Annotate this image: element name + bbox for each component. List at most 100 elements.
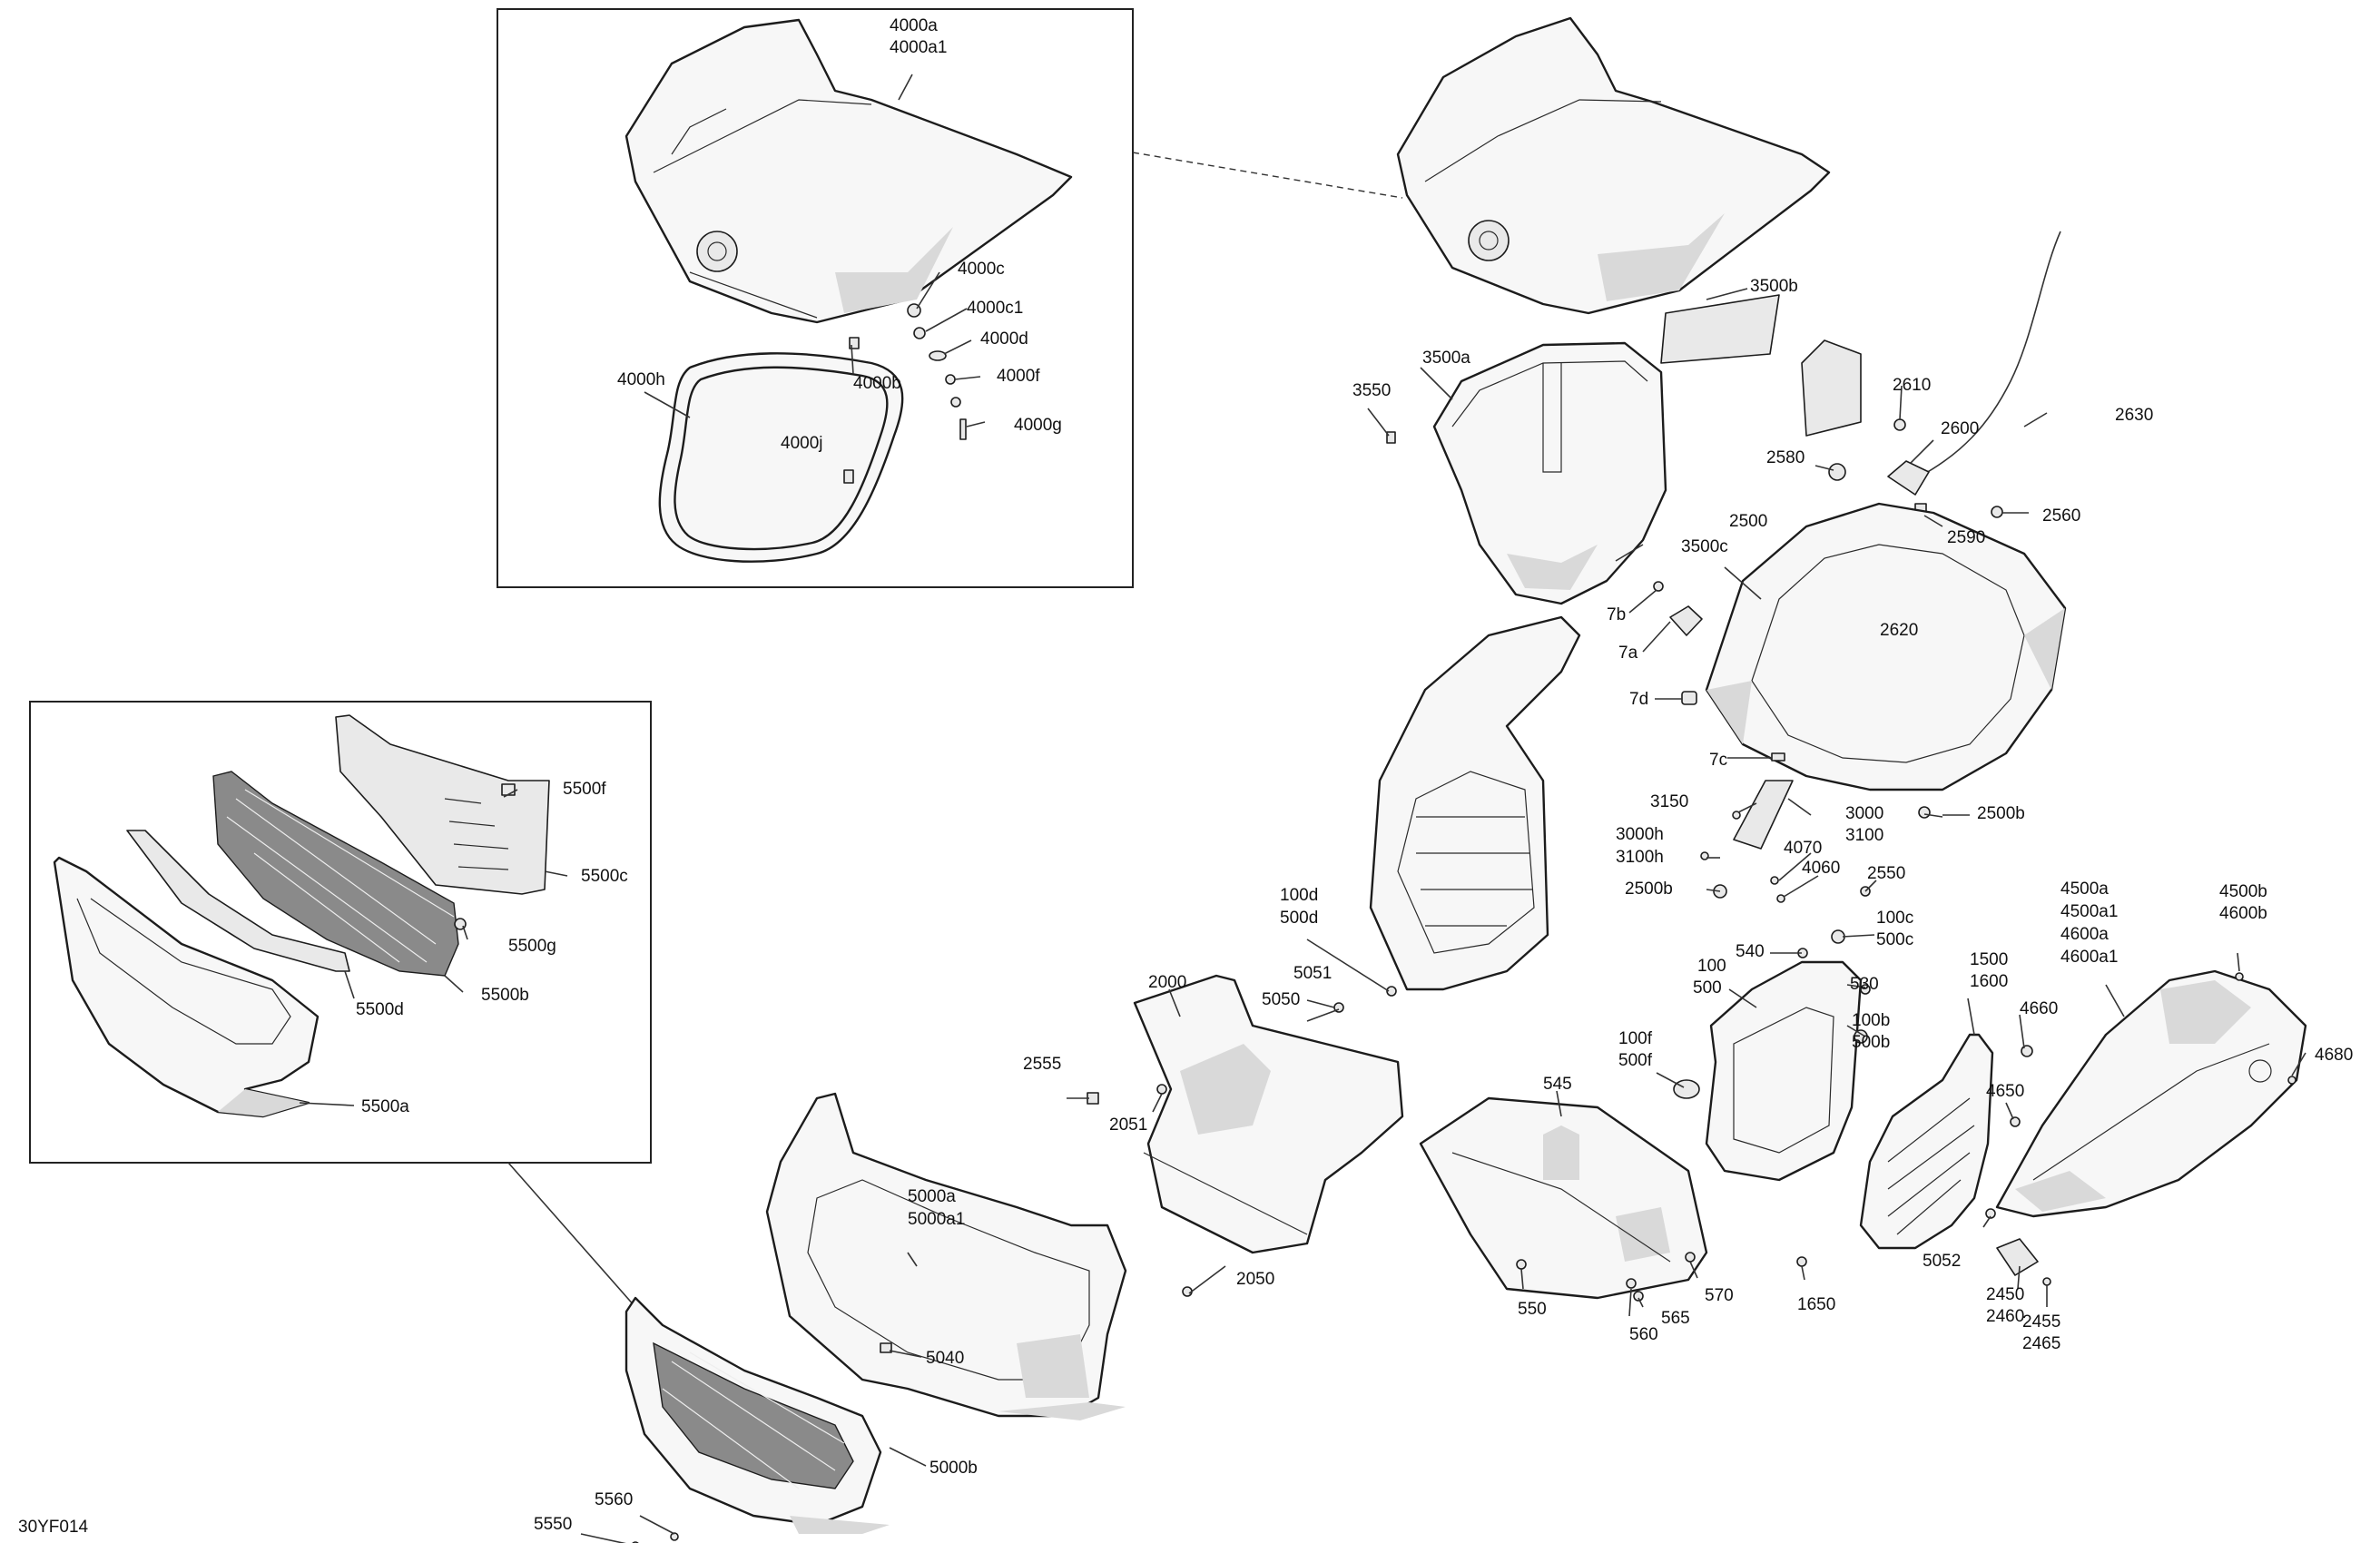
label-4000b: 4000b [853, 374, 901, 393]
label-2620: 2620 [1880, 621, 1918, 640]
label-4500a1: 4500a1 [2060, 902, 2118, 921]
label-2500b-left: 2500b [1625, 880, 1673, 899]
label-500: 500 [1693, 978, 1722, 998]
part-frame-2500 [1705, 502, 2067, 791]
label-2630: 2630 [2115, 406, 2153, 425]
label-540: 540 [1736, 942, 1765, 961]
detail-box-grille [29, 701, 652, 1164]
label-5500a: 5500a [361, 1097, 409, 1116]
label-4060: 4060 [1802, 859, 1840, 878]
label-5500g: 5500g [508, 937, 556, 956]
label-4000d: 4000d [980, 329, 1028, 349]
label-7c: 7c [1709, 751, 1727, 770]
part-mesh-5500b [212, 771, 467, 977]
label-500b: 500b [1852, 1033, 1890, 1052]
label-4000h: 4000h [617, 370, 665, 389]
label-3000h: 3000h [1616, 825, 1664, 844]
part-cable-2630 [1919, 231, 2061, 477]
label-4000a1: 4000a1 [890, 38, 947, 57]
label-4650: 4650 [1986, 1082, 2024, 1101]
label-5560: 5560 [595, 1490, 633, 1509]
label-5040: 5040 [926, 1349, 964, 1368]
label-500c: 500c [1876, 930, 1913, 949]
label-4600a1: 4600a1 [2060, 948, 2118, 967]
label-2051: 2051 [1109, 1115, 1147, 1135]
label-5550: 5550 [534, 1515, 572, 1534]
label-4660: 4660 [2020, 999, 2058, 1018]
label-3150: 3150 [1650, 792, 1688, 811]
part-grille-bezel-5500a [53, 856, 320, 1118]
detail-box-seat-cover [497, 8, 1134, 588]
label-4000g: 4000g [1014, 416, 1062, 435]
detail-box-leader [507, 1162, 636, 1308]
part-trim-5500d [126, 830, 350, 972]
label-100f: 100f [1618, 1029, 1653, 1048]
part-side-fairing-4500 [1995, 969, 2307, 1286]
fasteners-7 [1653, 581, 1785, 762]
label-530: 530 [1850, 975, 1879, 994]
label-2555: 2555 [1023, 1055, 1061, 1074]
fastener-stack-4000c [843, 303, 967, 484]
label-4500a: 4500a [2060, 880, 2109, 899]
part-labels: 4000a 4000a1 4000c 4000c1 4000d 4000b 40… [356, 16, 2353, 1534]
part-liner-3500b [1660, 294, 1862, 437]
label-5050: 5050 [1262, 990, 1300, 1009]
label-100: 100 [1697, 957, 1726, 976]
part-tray-545 [1419, 1096, 1708, 1302]
label-5051: 5051 [1293, 964, 1332, 983]
label-7d: 7d [1629, 690, 1648, 709]
label-570: 570 [1705, 1286, 1734, 1305]
label-100b: 100b [1852, 1011, 1890, 1030]
label-2450: 2450 [1986, 1285, 2024, 1304]
label-3100h: 3100h [1616, 848, 1664, 867]
label-7a: 7a [1618, 644, 1638, 663]
label-2560: 2560 [2042, 506, 2080, 526]
label-100c: 100c [1876, 909, 1913, 928]
part-latch-2600 [1828, 418, 2003, 521]
part-seat-cover-main [1396, 16, 1831, 315]
label-1600: 1600 [1970, 972, 2008, 991]
label-5500d: 5500d [356, 1000, 404, 1019]
label-1650: 1650 [1797, 1295, 1835, 1314]
part-bracket-3000 [1700, 780, 1931, 903]
label-2590: 2590 [1947, 528, 1985, 547]
label-3000: 3000 [1845, 804, 1883, 823]
label-500d: 500d [1280, 909, 1318, 928]
screw-3550 [1386, 431, 1396, 444]
label-560: 560 [1629, 1325, 1658, 1344]
label-4000c: 4000c [958, 260, 1005, 279]
label-2050: 2050 [1236, 1270, 1274, 1289]
part-seat-cover-inset [625, 18, 1073, 324]
part-side-panel [1369, 615, 1581, 991]
label-4000a: 4000a [890, 16, 938, 35]
document-code: 30YF014 [18, 1518, 89, 1537]
part-lower-panel-2000 [1087, 974, 1404, 1297]
label-3500a: 3500a [1422, 349, 1470, 368]
label-3100: 3100 [1845, 826, 1883, 845]
leader-lines [299, 74, 2306, 1543]
label-4000f: 4000f [997, 367, 1040, 386]
part-storage-bin-3500a [1432, 341, 1667, 605]
label-550: 550 [1518, 1300, 1547, 1319]
label-4500b: 4500b [2219, 882, 2267, 901]
label-5500c: 5500c [581, 867, 628, 886]
detail-box-dashed-link [1132, 152, 1403, 199]
label-4000c1: 4000c1 [967, 299, 1023, 318]
part-front-fascia-5000a [765, 1092, 1127, 1420]
label-3500b: 3500b [1750, 277, 1798, 296]
label-5000b: 5000b [929, 1459, 978, 1478]
label-7b: 7b [1607, 605, 1626, 624]
label-100d: 100d [1280, 886, 1318, 905]
label-5500b: 5500b [481, 986, 529, 1005]
part-seal-4000h [658, 352, 904, 563]
label-5500f: 5500f [563, 780, 606, 799]
label-5052: 5052 [1923, 1252, 1961, 1271]
label-3550: 3550 [1352, 381, 1391, 400]
label-545: 545 [1543, 1075, 1572, 1094]
part-plate-5500c [335, 714, 550, 895]
part-front-grille-main [625, 1296, 890, 1543]
label-2500b-right: 2500b [1977, 804, 2025, 823]
label-2500: 2500 [1729, 512, 1767, 531]
label-3500c: 3500c [1681, 537, 1728, 556]
label-2460: 2460 [1986, 1307, 2024, 1326]
